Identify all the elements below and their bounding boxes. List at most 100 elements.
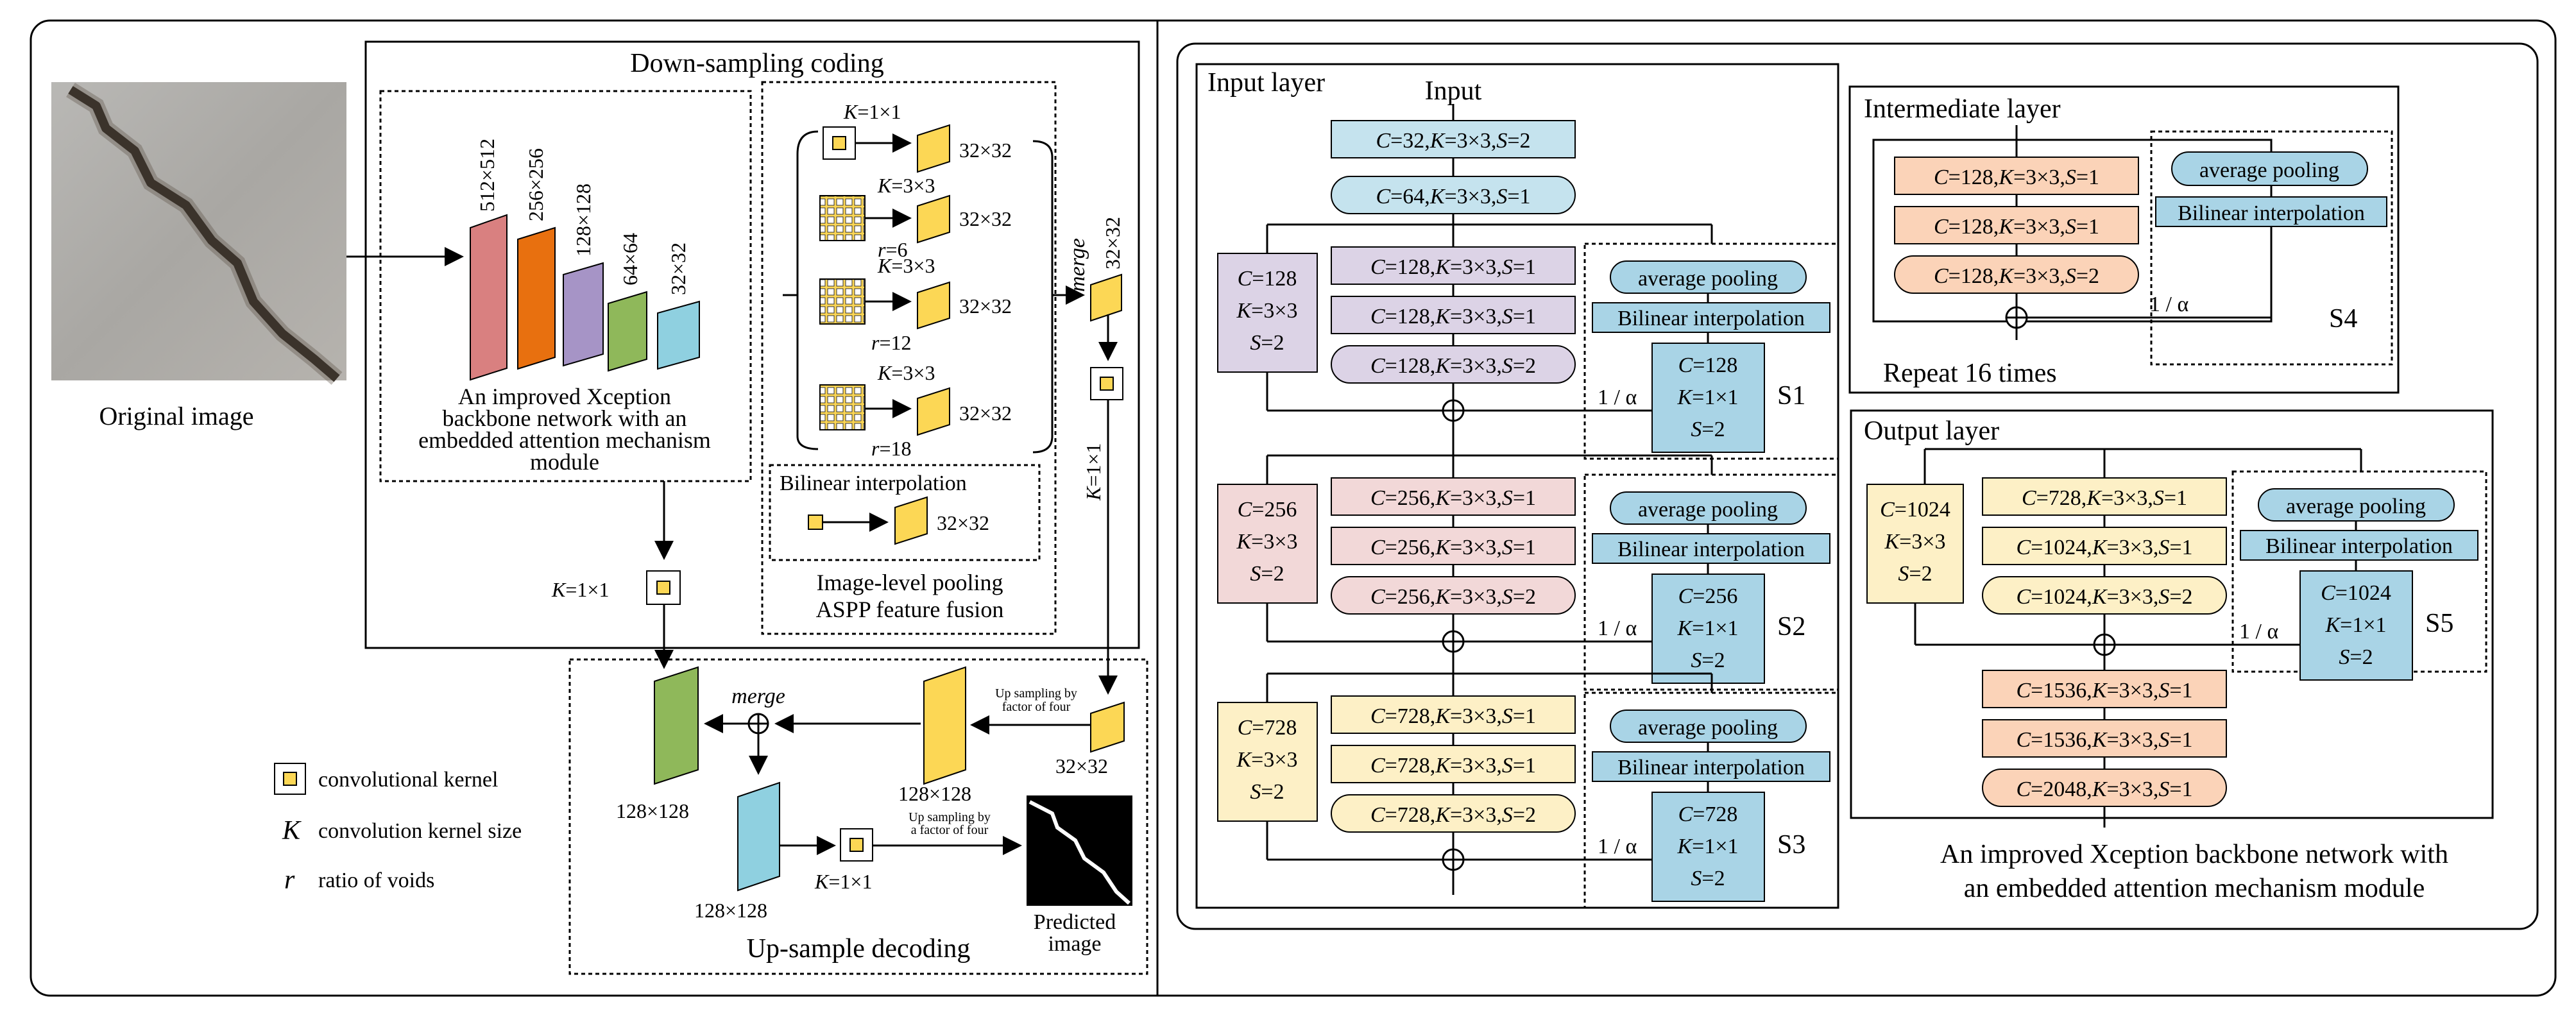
input-conv-1: C=32,K=3×3,S=2 — [1331, 120, 1576, 158]
param-symbol: C — [2016, 778, 2031, 801]
param-symbol: C — [1370, 536, 1385, 559]
param-value: =256 — [1252, 498, 1297, 522]
side-param: K=3×3 — [1236, 299, 1297, 323]
aspp-caption-line1: Image-level pooling — [817, 570, 1003, 595]
param-symbol: S — [1502, 486, 1513, 510]
param-symbol: C — [1370, 803, 1385, 827]
side-conv-box — [1217, 484, 1318, 604]
row-conv-box — [1331, 296, 1576, 334]
predicted-image — [1027, 795, 1132, 906]
legend-r-text: ratio of voids — [318, 869, 434, 892]
param-value: =3×3, — [2107, 728, 2159, 752]
param-value: =1 — [2169, 728, 2192, 752]
aspp-merge-label: merge — [1066, 238, 1089, 292]
param-value: =1 — [2076, 166, 2099, 189]
conv-kernel-core — [832, 136, 846, 150]
tail-conv-box — [1982, 670, 2227, 708]
output-block: C=1024K=3×3S=2C=728,K=3×3,S=1C=1024,K=3×… — [1866, 448, 2487, 828]
row-conv-box — [1331, 794, 1576, 833]
param-symbol: S — [2065, 264, 2076, 288]
param-symbol: C — [1678, 584, 1693, 608]
attn-param: K=1×1 — [1676, 835, 1738, 858]
legend-kernel-core — [283, 772, 297, 786]
param-symbol: C — [2016, 585, 2031, 609]
param-value: =1536, — [2031, 679, 2092, 702]
param-symbol: K — [1236, 530, 1252, 554]
row-conv-text: C=256,K=3×3,S=1 — [1370, 486, 1536, 510]
branch-feature — [917, 387, 950, 436]
param-symbol: C — [1238, 498, 1252, 522]
param-value: =2 — [1702, 418, 1725, 441]
side-param: C=1024 — [1880, 498, 1950, 522]
backbone-caption-line: embedded attention mechanism — [418, 427, 711, 453]
legend-k-symbol: K — [282, 816, 302, 846]
side-param: C=728 — [1238, 716, 1297, 740]
row-conv-text: C=728,K=3×3,S=2 — [1370, 803, 1536, 827]
param-symbol: K — [1998, 215, 2015, 239]
param-value: =2 — [2350, 645, 2373, 669]
param-symbol: K — [2092, 585, 2108, 609]
stage-label: S2 — [1777, 612, 1805, 642]
side-conv-box — [1217, 253, 1318, 373]
attention-box — [1583, 692, 1839, 909]
bilinear-label: Bilinear interpolation — [780, 472, 967, 495]
row-conv-text: C=128,K=3×3,S=1 — [1370, 255, 1536, 279]
param-symbol: S — [1502, 585, 1513, 609]
param-symbol: S — [2153, 486, 2164, 510]
param-value: =1 — [2076, 215, 2099, 239]
branch-k-value: =3×3 — [891, 254, 935, 277]
param-symbol: K — [1435, 354, 1451, 378]
decoder-box — [568, 658, 1148, 975]
param-value: =128 — [1693, 353, 1737, 377]
param-value: =728, — [2036, 486, 2087, 510]
branch-feature — [917, 124, 950, 173]
side-param: S=2 — [1898, 562, 1932, 586]
backbone-caption-line: An improved Xception — [458, 384, 671, 409]
param-value: =2 — [2076, 264, 2099, 288]
param-symbol: C — [1370, 305, 1385, 328]
param-value: =128, — [1385, 305, 1436, 328]
tail-conv-text: C=1536,K=3×3,S=1 — [2016, 728, 2192, 752]
param-symbol: S — [1691, 649, 1702, 672]
decoder-low-feature — [654, 666, 699, 785]
param-symbol: K — [1884, 530, 1900, 554]
param-symbol: S — [1691, 867, 1702, 890]
param-symbol: C — [2022, 486, 2036, 510]
conv-1x1-value: =1×1 — [1082, 443, 1105, 487]
branch-r-label: r=6 — [878, 238, 908, 261]
size-label-256: 256×256 — [524, 148, 547, 221]
branch-size: 32×32 — [959, 294, 1012, 318]
up1-line1: Up sampling by — [995, 686, 1077, 701]
output-conv-text: C=1024,K=3×3,S=2 — [2016, 585, 2192, 609]
param-symbol: K — [2092, 536, 2108, 559]
backbone-caption: An improved Xception backbone network wi… — [418, 384, 711, 475]
aspp-branch-r12: K=3×3 r=12 32×32 — [819, 254, 1012, 354]
side-param: K=3×3 — [1236, 748, 1297, 772]
alpha-label: 1 / α — [1598, 835, 1637, 858]
param-value: =1024, — [2031, 585, 2092, 609]
backbone-caption-line: module — [530, 449, 599, 475]
aspp-caption-line2: ASPP feature fusion — [816, 597, 1004, 622]
side-param: S=2 — [1250, 562, 1284, 586]
stage-label: S3 — [1777, 830, 1805, 860]
avg-pool-text: average pooling — [1638, 498, 1778, 522]
param-value: =1×1 — [1692, 616, 1738, 640]
param-symbol: S — [1250, 331, 1261, 355]
branch-size: 32×32 — [959, 207, 1012, 230]
param-value: =1 — [2169, 679, 2192, 702]
s4-attention-box — [2150, 130, 2393, 366]
s4-label: S4 — [2329, 304, 2357, 334]
tail-conv-text: C=1536,K=3×3,S=1 — [2016, 679, 2192, 702]
attn-param: S=2 — [2339, 645, 2373, 669]
aspp-branch-r6: K=3×3 r=6 32×32 — [819, 174, 1012, 261]
alpha-label: 1 / α — [2239, 620, 2278, 643]
param-value: =1024, — [2031, 536, 2092, 559]
bilinear-text: Bilinear interpolation — [1617, 307, 1805, 330]
param-value: =256, — [1385, 585, 1436, 609]
param-value: =1024 — [2335, 581, 2391, 605]
param-value: =1 — [1513, 305, 1536, 328]
param-symbol: C — [1370, 255, 1385, 279]
predicted-label-1: Predicted — [1034, 910, 1116, 934]
legend-kernel-text: convolutional kernel — [318, 768, 498, 792]
dilated-kernel-icon — [819, 195, 866, 241]
